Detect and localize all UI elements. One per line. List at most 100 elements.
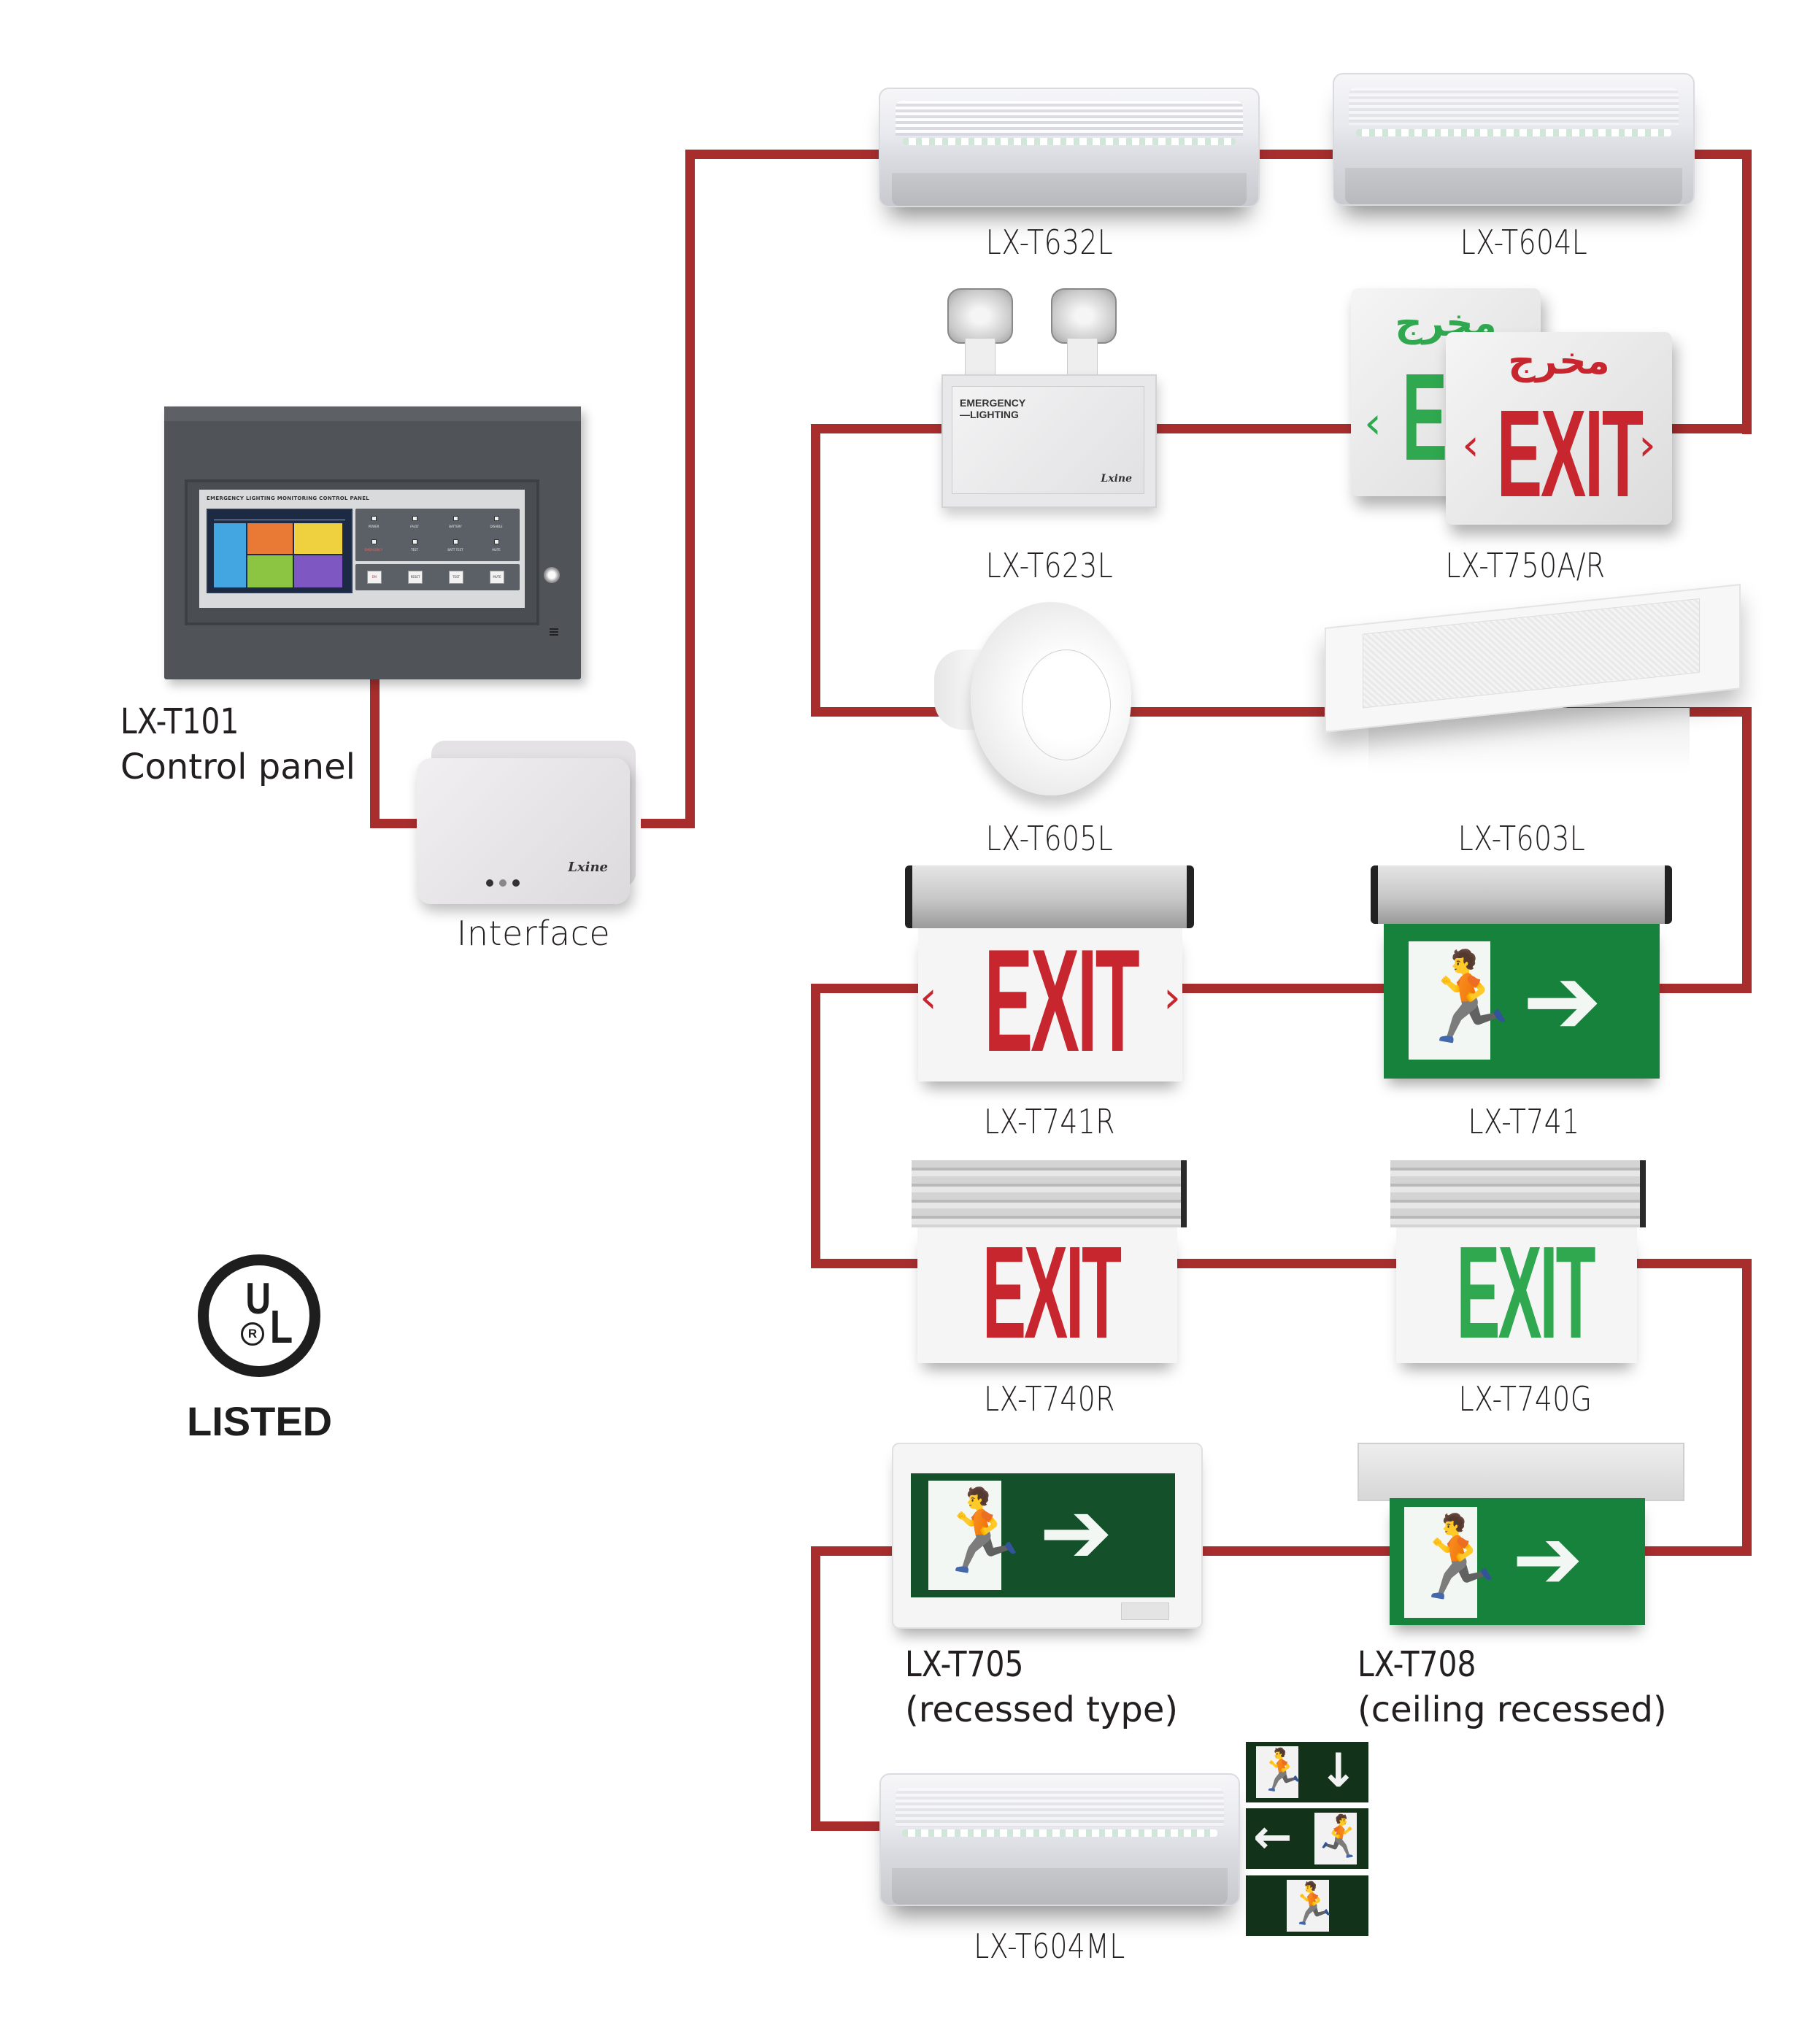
face-text: EMERGENCY —LIGHTING xyxy=(960,397,1025,420)
ul-certification-mark: U L R xyxy=(198,1254,320,1377)
ul-letter-u: U xyxy=(245,1274,272,1323)
key-lock-icon xyxy=(544,567,560,583)
device-model: LX-T705 xyxy=(905,1644,1024,1685)
face-text-line: —LIGHTING xyxy=(960,409,1019,420)
screen-tile xyxy=(214,523,246,587)
wire-segment xyxy=(811,1821,891,1831)
registered-icon: R xyxy=(241,1322,264,1346)
chevron-right-icon: › xyxy=(1638,420,1656,471)
door-icon xyxy=(1409,941,1490,1060)
indicator-label: FAULT xyxy=(410,525,419,528)
aluminium-canopy xyxy=(1390,1160,1646,1227)
device-lx-t750ar: مخرج ‹ E مخرج ‹ › EXIT xyxy=(1351,288,1683,525)
aluminium-canopy xyxy=(1371,865,1672,924)
running-man-icon: 🏃 xyxy=(1256,1747,1307,1794)
lens-ribs xyxy=(1348,87,1679,127)
control-panel-top-edge xyxy=(164,406,581,421)
wire-segment xyxy=(685,150,695,828)
device-label: LX-T705 (recessed type) xyxy=(905,1642,1178,1732)
chevron-left-icon: ‹ xyxy=(920,972,937,1023)
wire-segment xyxy=(1742,150,1752,434)
interface-front-cover: Lxine xyxy=(417,758,630,904)
device-label: LX-T632L xyxy=(985,223,1114,262)
indicator-panel: POWER FAULT BATTERY DISABLE EMERGENCY TE… xyxy=(355,509,520,561)
indicator-label: BATTERY xyxy=(449,525,462,528)
interface-indicators xyxy=(486,876,525,890)
device-lx-t741r: EXIT ‹ › xyxy=(905,865,1194,1084)
device-lx-t623l: EMERGENCY —LIGHTING Lxine xyxy=(941,288,1157,508)
device-label: LX-T741R xyxy=(984,1102,1115,1141)
device-label: LX-T741 xyxy=(1468,1102,1580,1141)
device-label: LX-T708 (ceiling recessed) xyxy=(1358,1642,1667,1732)
edge-lit-panel: EXIT xyxy=(917,1227,1177,1363)
legend-sign-exit: 🏃 xyxy=(1246,1875,1368,1936)
wire-segment xyxy=(1742,707,1752,993)
exit-text: E xyxy=(1401,348,1447,487)
indicator-led xyxy=(412,516,417,521)
diffuser-lens xyxy=(1363,598,1700,709)
led-strip xyxy=(903,138,1236,146)
panel-button[interactable]: MUTE xyxy=(490,571,504,584)
test-button-cluster[interactable] xyxy=(1121,1603,1169,1620)
ul-letter-l: L xyxy=(269,1300,293,1353)
wire-segment xyxy=(370,819,421,828)
device-lx-t740r: EXIT xyxy=(912,1160,1187,1364)
exit-text: EXIT xyxy=(1456,1219,1596,1366)
indicator-label: TEST xyxy=(411,548,418,552)
controller-model: LX-T101 xyxy=(120,701,239,742)
running-man-icon: 🏃 xyxy=(1314,1813,1366,1861)
vent-icon xyxy=(550,628,558,636)
interface-device: Lxine xyxy=(417,741,645,905)
legend-sign-exit-left: ← 🏃 xyxy=(1246,1808,1368,1869)
edge-lit-panel: EXIT ‹ › xyxy=(918,928,1182,1081)
indicator-led xyxy=(371,516,377,521)
arrow-right-icon: ➔ xyxy=(1522,945,1602,1056)
indicator-led xyxy=(494,516,499,521)
battery-box: EMERGENCY —LIGHTING Lxine xyxy=(941,374,1157,508)
lamp-bracket xyxy=(1067,338,1098,380)
arrow-down-icon: ↓ xyxy=(1319,1744,1358,1798)
indicator-label: EMERGENCY xyxy=(364,548,383,552)
device-label: LX-T605L xyxy=(985,819,1114,858)
control-panel-face: EMERGENCY LIGHTING MONITORING CONTROL PA… xyxy=(199,490,525,608)
screen-tile xyxy=(294,523,342,554)
panel-button[interactable]: EM xyxy=(367,571,382,584)
running-man-icon: 🏃 xyxy=(931,1484,1031,1578)
door-icon xyxy=(1287,1880,1329,1932)
device-lx-t604l xyxy=(1333,73,1695,206)
indicator-dot xyxy=(512,879,520,887)
arrow-left-icon: ← xyxy=(1253,1810,1293,1864)
spot-lamp-icon xyxy=(947,288,1013,344)
wire-segment xyxy=(1742,1259,1752,1556)
control-button-panel: EM RESET TEST MUTE xyxy=(355,564,520,590)
device-lx-t708: 🏃 ➔ xyxy=(1358,1443,1684,1626)
aluminium-canopy xyxy=(912,1160,1187,1227)
indicator-led xyxy=(453,539,458,544)
ul-listed-text: LISTED xyxy=(187,1398,333,1444)
indicator-led xyxy=(453,516,458,521)
indicator-label: POWER xyxy=(368,525,380,528)
running-man-icon: 🏃 xyxy=(1287,1881,1338,1928)
screen-status-bar xyxy=(214,514,345,520)
exit-text: EXIT xyxy=(1496,385,1644,523)
panel-button[interactable]: RESET xyxy=(408,571,423,584)
exit-text: EXIT xyxy=(984,919,1140,1082)
control-panel-window: EMERGENCY LIGHTING MONITORING CONTROL PA… xyxy=(185,479,539,625)
device-lx-t705: 🏃 ➔ xyxy=(892,1443,1203,1629)
led-strip xyxy=(902,1829,1217,1837)
ceiling-mount-frame xyxy=(1358,1443,1684,1501)
indicator-led xyxy=(412,539,417,544)
device-label: LX-T740G xyxy=(1458,1379,1593,1419)
exit-sign-red-front: مخرج ‹ › EXIT xyxy=(1446,332,1672,525)
green-exit-panel: 🏃 ➔ xyxy=(1384,924,1660,1079)
device-lx-t603l xyxy=(1325,584,1741,787)
brand-logo: Lxine xyxy=(1101,473,1132,485)
green-exit-panel: 🏃 ➔ xyxy=(911,1473,1175,1597)
panel-button[interactable]: TEST xyxy=(449,571,463,584)
legend-sign-exit-down: 🏃 ↓ xyxy=(1246,1742,1368,1802)
edge-lit-panel: EXIT xyxy=(1396,1227,1637,1363)
device-label: LX-T603L xyxy=(1457,819,1586,858)
chevron-left-icon: ‹ xyxy=(1364,398,1382,449)
lens-ribs xyxy=(895,101,1244,136)
running-man-icon: 🏃 xyxy=(1413,947,1522,1049)
